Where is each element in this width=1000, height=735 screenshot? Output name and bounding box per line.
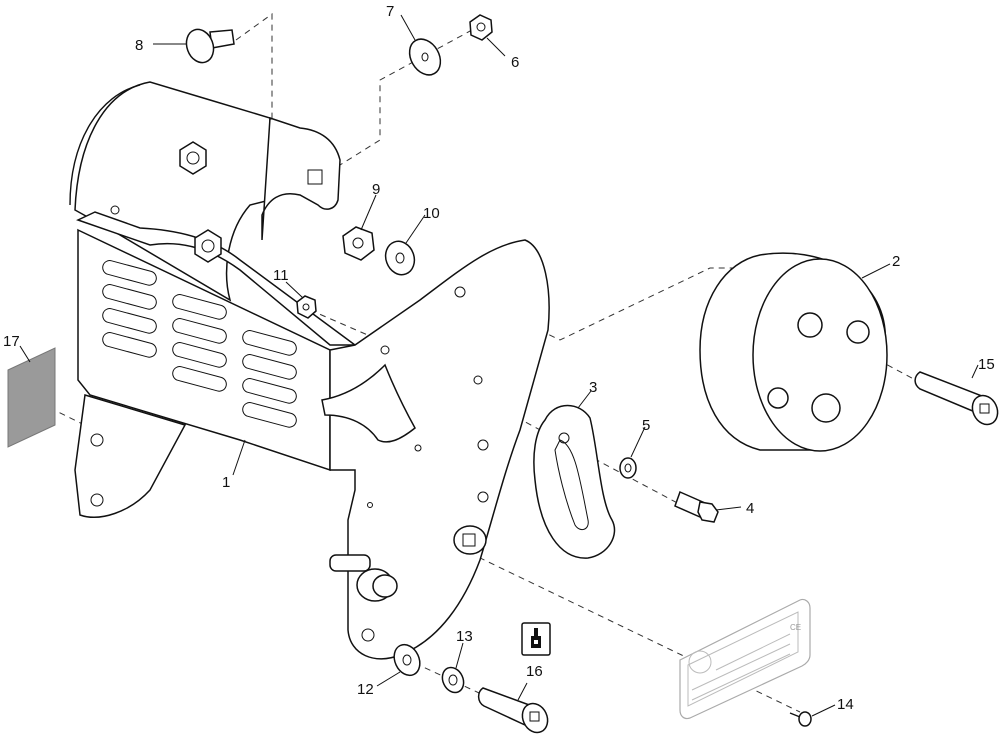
ce-mark: CE (790, 623, 801, 632)
callout-13: 13 (456, 628, 473, 645)
vent-slots (102, 260, 297, 428)
washer-5 (619, 457, 637, 479)
washer-10 (384, 240, 416, 276)
nut-9 (342, 226, 375, 261)
lock-washer (441, 666, 465, 694)
callout-12: 12 (357, 681, 374, 698)
washer-12 (393, 643, 421, 677)
carriage-bolt (185, 28, 235, 64)
callout-7: 7 (386, 3, 394, 20)
small-screw (789, 711, 812, 727)
leader-lines (19, 14, 979, 717)
callout-14: 14 (837, 696, 854, 713)
callout-16: 16 (526, 663, 543, 680)
nut-6 (469, 14, 493, 41)
warning-label (7, 347, 56, 448)
nut-11 (296, 295, 317, 319)
curved-arm (533, 404, 616, 559)
hex-bolt (674, 490, 719, 523)
socket-screw-16 (477, 687, 549, 734)
socket-screw-15 (914, 371, 999, 426)
callout-1: 1 (222, 474, 230, 491)
callout-3: 3 (589, 379, 597, 396)
callout-15: 15 (978, 356, 995, 373)
washer-7 (408, 38, 442, 76)
callout-10: 10 (423, 205, 440, 222)
callout-9: 9 (372, 181, 380, 198)
callout-8: 8 (135, 37, 143, 54)
callout-6: 6 (511, 54, 519, 71)
callout-4: 4 (746, 500, 754, 517)
callout-numbers: 1 2 3 4 5 6 7 8 9 10 11 12 13 14 15 16 1… (3, 3, 995, 713)
callout-2: 2 (892, 253, 900, 270)
callout-11: 11 (273, 267, 289, 284)
nameplate: CE (679, 598, 811, 720)
rotor-drum (699, 252, 888, 452)
callout-17: 17 (3, 333, 20, 350)
callout-5: 5 (642, 417, 650, 434)
thread-lock-icon (521, 622, 551, 656)
bracket-assembly (69, 81, 550, 660)
